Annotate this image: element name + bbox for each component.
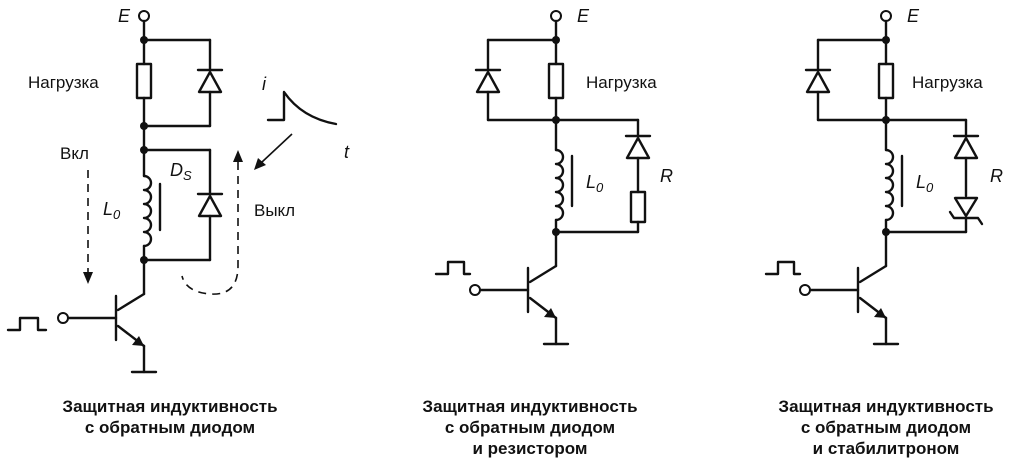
on-label: Вкл: [60, 144, 89, 163]
supply-label: E: [577, 6, 590, 26]
load-resistor: [877, 62, 895, 100]
supply-terminal: [138, 10, 150, 22]
input-terminal: [57, 312, 69, 324]
inductor-l0: [554, 148, 565, 222]
supply-label: E: [907, 6, 920, 26]
load-diode: [197, 70, 223, 94]
load-resistor: [135, 62, 153, 100]
graph-t-label: t: [344, 142, 350, 162]
load-label: Нагрузка: [586, 73, 657, 92]
emitter-arrow: [874, 308, 886, 318]
current-waveform: [266, 90, 338, 126]
zener-diode: [953, 196, 979, 218]
branch-diode: [625, 136, 651, 160]
load-label: Нагрузка: [28, 73, 99, 92]
emitter-arrow: [544, 308, 556, 318]
circuit-1: E Нагрузка L0 DS: [6, 6, 350, 437]
pulse-symbol: [434, 260, 472, 276]
inductor-label: L0: [103, 199, 121, 222]
caption-line-2: с обратным диодом: [445, 418, 615, 437]
off-current-path: [181, 162, 239, 295]
inductor-l0: [884, 148, 895, 222]
supply-label: E: [118, 6, 131, 26]
branch-resistor: [629, 190, 647, 224]
caption-line-3: и стабилитроном: [813, 439, 960, 458]
circuit-3: E Нагрузка L0 R: [764, 6, 1003, 458]
transistor-collector: [858, 264, 888, 284]
caption-line-2: с обратным диодом: [85, 418, 255, 437]
caption-line-1: Защитная индуктивность: [422, 397, 637, 416]
on-arrow: [83, 272, 93, 284]
pointer-line: [261, 133, 293, 163]
inductor-label: L0: [916, 172, 934, 195]
input-terminal: [469, 284, 481, 296]
r-label: R: [990, 166, 1003, 186]
caption-line-1: Защитная индуктивность: [778, 397, 993, 416]
load-diode: [805, 70, 831, 94]
transistor-collector: [528, 264, 558, 284]
load-diode: [475, 70, 501, 94]
pulse-symbol: [6, 316, 48, 332]
branch-diode: [953, 136, 979, 160]
r-label: R: [660, 166, 673, 186]
off-label: Выкл: [254, 201, 295, 220]
caption-line-1: Защитная индуктивность: [62, 397, 277, 416]
ds-diode: [197, 194, 223, 218]
inductor-label: L0: [586, 172, 604, 195]
caption-line-2: с обратным диодом: [801, 418, 971, 437]
supply-terminal: [550, 10, 562, 22]
pointer-arrow: [254, 158, 266, 170]
off-arrow: [233, 150, 243, 162]
pulse-symbol: [764, 260, 802, 276]
load-resistor: [547, 62, 565, 100]
load-label: Нагрузка: [912, 73, 983, 92]
ds-label: DS: [170, 160, 192, 183]
circuit-2: E Нагрузка L0 R: [422, 6, 673, 458]
transistor-collector: [116, 292, 146, 312]
emitter-arrow: [132, 336, 144, 346]
caption-line-3: и резистором: [473, 439, 588, 458]
inductor-l0: [142, 174, 153, 248]
supply-terminal: [880, 10, 892, 22]
input-terminal: [799, 284, 811, 296]
graph-i-label: i: [262, 74, 267, 94]
